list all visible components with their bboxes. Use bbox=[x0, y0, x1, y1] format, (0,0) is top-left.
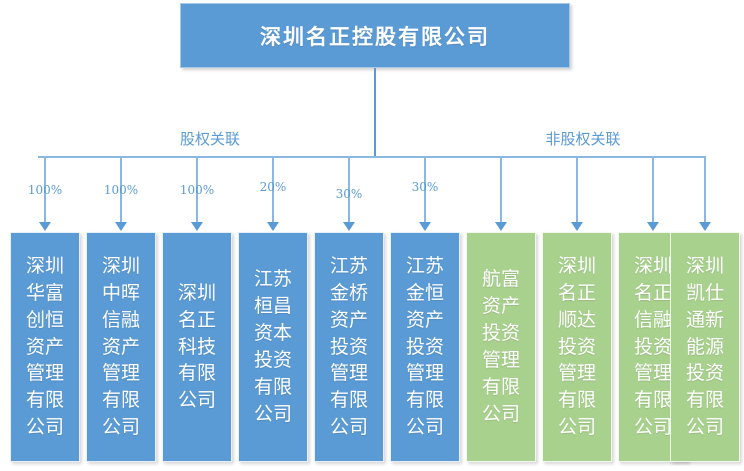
distribution-bus-connector bbox=[38, 156, 706, 158]
ownership-percent-label: 30% bbox=[411, 180, 439, 194]
leaf-node[interactable]: 深圳名正科技有限公司 bbox=[162, 232, 232, 462]
leaf-node-label: 江苏金桥资产投资管理有限公司 bbox=[329, 254, 368, 439]
root-node[interactable]: 深圳名正控股有限公司 bbox=[180, 3, 570, 68]
leaf-node-label: 深圳名正科技有限公司 bbox=[177, 281, 216, 412]
leaf-node-label: 江苏桓昌资本投资有限公司 bbox=[253, 268, 292, 425]
ownership-percent-label: 100% bbox=[103, 183, 139, 197]
leaf-node[interactable]: 航富资产投资管理有限公司 bbox=[466, 232, 536, 462]
root-trunk-connector bbox=[374, 68, 376, 157]
arrow-head-icon bbox=[115, 222, 127, 231]
drop-connector bbox=[348, 158, 350, 224]
drop-connector bbox=[424, 158, 426, 224]
drop-connector bbox=[120, 158, 122, 224]
leaf-node-label: 深圳凯仕通新能源投资有限公司 bbox=[685, 254, 724, 439]
drop-connector bbox=[576, 158, 578, 224]
root-node-label: 深圳名正控股有限公司 bbox=[260, 24, 490, 49]
drop-connector bbox=[704, 158, 706, 224]
leaf-node-label: 深圳名正顺达投资管理有限公司 bbox=[557, 254, 596, 439]
drop-connector bbox=[196, 158, 198, 224]
drop-connector bbox=[272, 158, 274, 224]
leaf-node-label: 深圳中晖信融资产管理有限公司 bbox=[101, 254, 140, 439]
drop-connector bbox=[652, 158, 654, 224]
group-label-equity: 股权关联 bbox=[179, 130, 241, 148]
ownership-percent-label: 100% bbox=[27, 183, 63, 197]
leaf-node-label: 航富资产投资管理有限公司 bbox=[481, 268, 520, 425]
leaf-node[interactable]: 江苏桓昌资本投资有限公司 bbox=[238, 232, 308, 462]
leaf-node[interactable]: 深圳中晖信融资产管理有限公司 bbox=[86, 232, 156, 462]
arrow-head-icon bbox=[495, 222, 507, 231]
arrow-head-icon bbox=[191, 222, 203, 231]
leaf-node-label: 江苏金恒资产投资管理有限公司 bbox=[405, 254, 444, 439]
ownership-percent-label: 20% bbox=[259, 180, 287, 194]
ownership-percent-label: 100% bbox=[179, 183, 215, 197]
drop-connector bbox=[44, 158, 46, 224]
ownership-percent-label: 30% bbox=[335, 187, 363, 201]
arrow-head-icon bbox=[39, 222, 51, 231]
arrow-head-icon bbox=[343, 222, 355, 231]
leaf-node[interactable]: 深圳名正顺达投资管理有限公司 bbox=[542, 232, 612, 462]
arrow-head-icon bbox=[571, 222, 583, 231]
leaf-node-label: 深圳华富创恒资产管理有限公司 bbox=[25, 254, 64, 439]
group-label-non-equity: 非股权关联 bbox=[545, 130, 621, 148]
leaf-node[interactable]: 江苏金恒资产投资管理有限公司 bbox=[390, 232, 460, 462]
leaf-node[interactable]: 深圳华富创恒资产管理有限公司 bbox=[10, 232, 80, 462]
leaf-node-label: 深圳名正信融投资管理有限公司 bbox=[633, 254, 672, 439]
arrow-head-icon bbox=[699, 222, 711, 231]
arrow-head-icon bbox=[267, 222, 279, 231]
arrow-head-icon bbox=[647, 222, 659, 231]
leaf-node[interactable]: 江苏金桥资产投资管理有限公司 bbox=[314, 232, 384, 462]
arrow-head-icon bbox=[419, 222, 431, 231]
leaf-node[interactable]: 深圳凯仕通新能源投资有限公司 bbox=[670, 232, 740, 462]
drop-connector bbox=[500, 158, 502, 224]
